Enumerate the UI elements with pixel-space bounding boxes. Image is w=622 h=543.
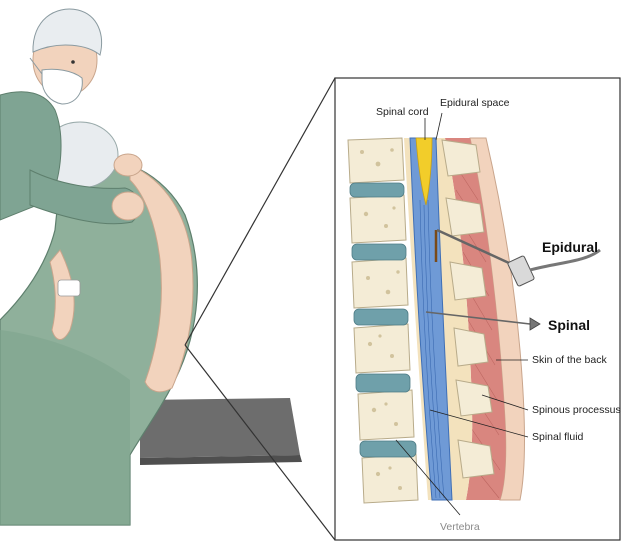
inset-panel: Spinal cord Epidural space Epidural Spin… bbox=[335, 78, 621, 540]
label-vertebra: Vertebra bbox=[440, 521, 480, 533]
label-spinal: Spinal bbox=[548, 317, 590, 333]
nurse-mask-icon bbox=[42, 69, 82, 104]
label-spinous-processus: Spinous processus bbox=[532, 404, 621, 416]
label-epidural: Epidural bbox=[542, 239, 598, 255]
label-skin-of-back: Skin of the back bbox=[532, 354, 607, 366]
label-spinal-cord: Spinal cord bbox=[376, 106, 429, 118]
patient-scene bbox=[0, 9, 302, 525]
label-epidural-space: Epidural space bbox=[440, 97, 510, 109]
zoom-lines bbox=[185, 78, 335, 540]
nurse-hand bbox=[112, 192, 144, 220]
exam-table bbox=[140, 398, 300, 458]
label-spinal-fluid: Spinal fluid bbox=[532, 431, 584, 443]
